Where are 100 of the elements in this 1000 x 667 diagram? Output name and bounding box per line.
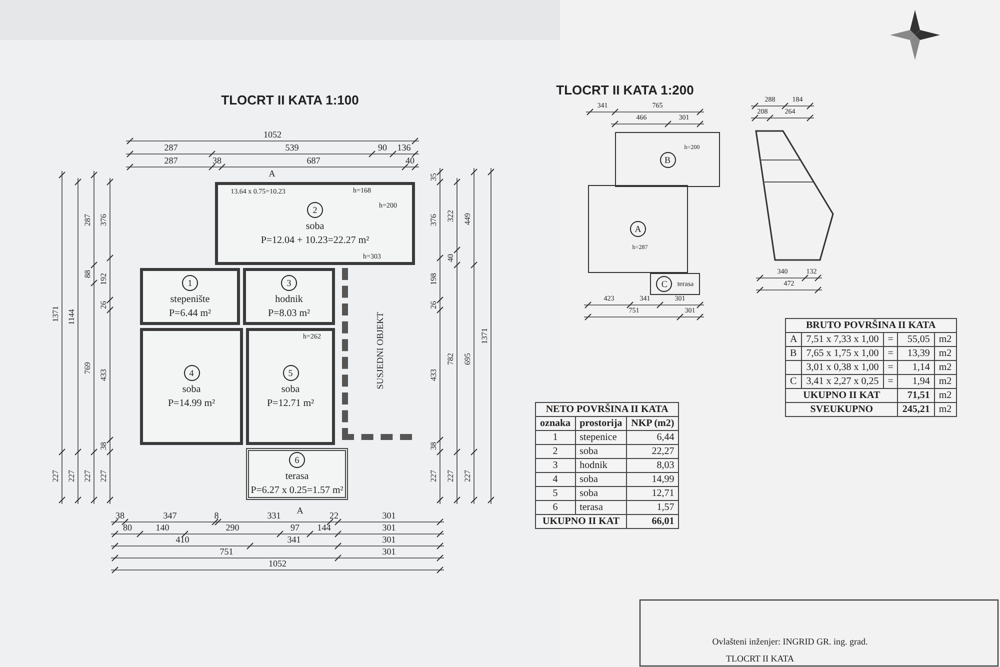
table-cell: 22,27: [626, 444, 679, 458]
table-cell: 1: [536, 430, 576, 444]
dimension-text: 301: [382, 536, 396, 544]
area-text: P=6.27 x 0.25=1.57 m²: [250, 485, 344, 496]
dimension-text: 1144: [68, 309, 76, 325]
room: [140, 268, 240, 325]
dimension-text: 687: [306, 156, 320, 166]
floor-area-outline: [615, 132, 720, 187]
heading: TLOCRT II KATA 1:100: [221, 94, 359, 106]
room-number: B: [660, 152, 676, 168]
heading: TLOCRT II KATA 1:200: [556, 84, 694, 96]
area-text: P=12.04 + 10.23=22.27 m²: [260, 234, 370, 246]
dimension-text: 433: [100, 369, 108, 381]
dimension-text: 290: [226, 524, 240, 532]
dimension-text: 410: [176, 536, 190, 544]
table-cell: prostorija: [575, 416, 627, 430]
table-cell: NETO POVRŠINA II KATA: [536, 402, 679, 416]
table-cell: C: [786, 374, 802, 388]
table-cell: 4: [536, 472, 576, 486]
dimension-text: 322: [447, 210, 455, 222]
table-cell: 3: [536, 458, 576, 472]
dimension-text: 80: [123, 524, 132, 532]
table-cell: m2: [934, 346, 956, 360]
table-cell: 5: [536, 486, 576, 500]
room-name: soba: [306, 220, 324, 232]
room-number: 3: [281, 274, 297, 290]
dimension-text: 449: [464, 212, 472, 224]
table-cell: stepenice: [575, 430, 627, 444]
dimension-text: 227: [68, 470, 76, 482]
dimension-text: 347: [163, 512, 177, 520]
table-cell: =: [883, 360, 898, 374]
area-label: SUSJEDNI OBJEKT: [375, 312, 385, 390]
room: [246, 328, 335, 445]
dimension-text: 38: [116, 512, 124, 520]
dimension-text: 192: [100, 273, 108, 285]
neighbouring-building-area: [342, 268, 412, 440]
dimension-text: 782: [447, 352, 455, 364]
table-cell: 66,01: [626, 514, 679, 528]
table-cell: 6,44: [626, 430, 679, 444]
table-cell: 7,51 x 7,33 x 1,00: [802, 332, 884, 346]
table-cell: m2: [934, 374, 956, 388]
table-cell: hodnik: [575, 458, 627, 472]
table-cell: 12,71: [626, 486, 679, 500]
dimension-text: 341: [287, 536, 301, 544]
table-cell: 2: [536, 444, 576, 458]
room-name: soba: [182, 384, 201, 394]
table-cell: m2: [934, 388, 956, 402]
room-name: stepenište: [170, 294, 210, 304]
room-number: 2: [307, 202, 323, 218]
dimension-text: 751: [220, 548, 234, 556]
dimension-text: 376: [430, 214, 438, 226]
dimension-text: 331: [267, 512, 281, 520]
room-number: C: [656, 276, 672, 292]
dimension-text: 1052: [264, 130, 282, 140]
table-cell: 71,51: [898, 388, 934, 402]
table-cell: B: [786, 346, 802, 360]
room-number: 1: [182, 274, 198, 290]
dimension-text: 22: [330, 512, 338, 520]
table-cell: 7,65 x 1,75 x 1,00: [802, 346, 884, 360]
table-cell: 14,99: [626, 472, 679, 486]
dimension-text: 433: [430, 369, 438, 381]
table-cell: UKUPNO II KAT: [786, 388, 898, 402]
room: [243, 268, 335, 325]
dimension-text: 26: [100, 301, 108, 309]
dimension-text: 227: [52, 470, 60, 482]
dimension-text: 539: [285, 144, 299, 152]
dimension-text: 88: [84, 270, 92, 278]
table-cell: oznaka: [536, 416, 576, 430]
table-cell: A: [786, 332, 802, 346]
dimension-text: 26: [430, 301, 438, 309]
table-cell: 3,41 x 2,27 x 0,25: [802, 374, 884, 388]
table-cell: 13,39: [898, 346, 934, 360]
table-cell: 6: [536, 500, 576, 514]
table-cell: 55,05: [898, 332, 934, 346]
table-cell: 8,03: [626, 458, 679, 472]
table-cell: =: [883, 374, 898, 388]
table-cell: 3,01 x 0,38 x 1,00: [802, 360, 884, 374]
section-marker: A: [296, 506, 304, 516]
room-name: hodnik: [275, 294, 303, 304]
dimension-text: 97: [290, 524, 300, 532]
note-text: Ovlašteni inženjer: INGRID GR. ing. grad.: [712, 638, 868, 646]
area-text: P=14.99 m²: [168, 398, 215, 408]
dimension-text: 38: [100, 442, 108, 450]
dimension-text: 35: [430, 173, 438, 181]
dimension-text: 769: [84, 362, 92, 374]
room-number: 6: [289, 452, 305, 468]
dimension-text: 287: [84, 214, 92, 226]
table-cell: m2: [934, 332, 956, 346]
room-number: 4: [184, 364, 200, 380]
floor-area-outline: [588, 185, 688, 273]
area-text: P=12.71 m²: [267, 398, 314, 408]
dimension-text: 198: [430, 273, 438, 285]
dimension-text: 301: [382, 548, 396, 556]
table-cell: soba: [575, 486, 627, 500]
area-text: P=6.44 m²: [169, 308, 211, 318]
dimension-text: 227: [464, 470, 472, 482]
dimension-text: 140: [156, 524, 170, 532]
sheet-title: TLOCRT II KATA: [726, 654, 794, 664]
table-cell: 245,21: [898, 402, 934, 416]
table-cell: soba: [575, 472, 627, 486]
